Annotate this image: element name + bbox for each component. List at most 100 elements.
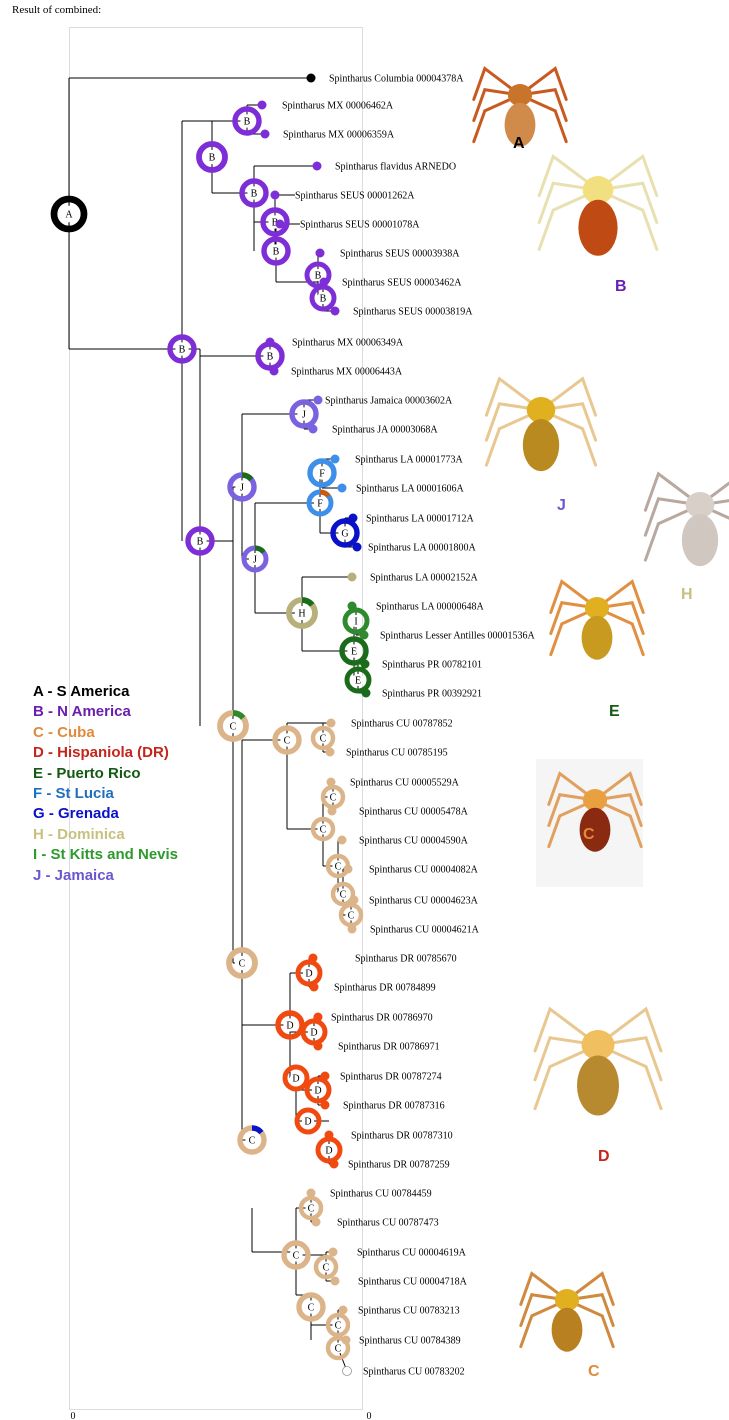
node-label: C: [239, 959, 246, 970]
tip-dot: [321, 1072, 330, 1081]
tip-dot: [309, 425, 318, 434]
ancestral-node: D: [285, 1067, 307, 1089]
node-label: C: [335, 1321, 342, 1332]
tip-dot: [266, 338, 275, 347]
tip-dot: [326, 748, 335, 757]
tip-label: Spintharus DR 00786971: [338, 1042, 440, 1053]
tip-dot: [342, 1336, 351, 1345]
photo-letter: C: [583, 826, 595, 844]
tip-label: Spintharus SEUS 00003462A: [342, 278, 462, 289]
tip-label: Spintharus Columbia 00004378A: [329, 74, 464, 85]
photo-letter: J: [557, 497, 566, 515]
node-label: A: [65, 210, 73, 221]
tip-dot: [314, 1013, 323, 1022]
tip-label: Spintharus SEUS 00001262A: [295, 191, 415, 202]
tip-dot: [338, 484, 347, 493]
tip-dot: [331, 307, 340, 316]
node-label: C: [320, 734, 327, 745]
node-label: C: [320, 825, 327, 836]
tip-dot: [348, 602, 357, 611]
tip-label: Spintharus DR 00784899: [334, 983, 436, 994]
tip-label: Spintharus JA 00003068A: [332, 425, 438, 436]
node-label: D: [305, 969, 312, 980]
node-ring-minor: [302, 600, 312, 605]
tip-dot: [307, 1189, 316, 1198]
node-label: C: [308, 1303, 315, 1314]
node-label: D: [310, 1028, 317, 1039]
tip-label: Spintharus CU 00783202: [363, 1367, 465, 1378]
node-label: G: [341, 529, 348, 540]
spider-abdomen: [682, 514, 718, 566]
specimen-photo-c2: [521, 1274, 613, 1352]
node-label: B: [251, 189, 258, 200]
node-label: B: [273, 247, 280, 258]
tip-label: Spintharus CU 00784459: [330, 1189, 432, 1200]
tip-dot: [339, 1306, 348, 1315]
legend-item-f: F - St Lucia: [33, 784, 178, 804]
node-label: C: [340, 890, 347, 901]
legend-item-c: C - Cuba: [33, 723, 178, 743]
tip-dot: [331, 1277, 340, 1286]
tip-label: Spintharus DR 00787274: [340, 1072, 442, 1083]
node-label: B: [197, 537, 204, 548]
tip-dot: [330, 1160, 339, 1169]
node-label: B: [244, 117, 251, 128]
tip-label: Spintharus DR 00786970: [331, 1013, 433, 1024]
photo-letter: A: [513, 135, 525, 153]
tip-label: Spintharus PR 00782101: [382, 660, 482, 671]
tip-label: Spintharus LA 00001606A: [356, 484, 465, 495]
tip-label: Spintharus MX 00006349A: [292, 338, 404, 349]
node-label: C: [348, 911, 355, 922]
tip-dot: [321, 1101, 330, 1110]
tip-dot: [344, 865, 353, 874]
tip-label: Spintharus CU 00783213: [358, 1306, 460, 1317]
photo-letter: B: [615, 278, 627, 296]
tip-dot: [271, 191, 280, 200]
specimen-photo-j: [486, 379, 595, 471]
legend-item-d: D - Hispaniola (DR): [33, 743, 178, 763]
photo-letter: H: [681, 586, 693, 604]
tip-label: Spintharus CU 00004619A: [357, 1248, 467, 1259]
node-label: B: [320, 294, 327, 305]
tip-label: Spintharus LA 00001800A: [368, 543, 477, 554]
tip-dot: [327, 778, 336, 787]
node-ring-minor: [320, 492, 329, 496]
node-label: C: [249, 1136, 256, 1147]
node-label: J: [253, 555, 257, 566]
node-label: D: [304, 1117, 311, 1128]
tip-dot: [343, 1367, 352, 1376]
tip-dot: [328, 807, 337, 816]
specimen-photo-h: [645, 474, 729, 566]
tip-dot: [276, 220, 285, 229]
node-label: D: [325, 1146, 332, 1157]
node-label: C: [293, 1251, 300, 1262]
node-label: F: [317, 499, 323, 510]
tip-label: Spintharus SEUS 00001078A: [300, 220, 420, 231]
tip-dot: [314, 1042, 323, 1051]
legend-item-a: A - S America: [33, 682, 178, 702]
node-label: C: [330, 793, 337, 804]
tip-label: Spintharus DR 00787316: [343, 1101, 445, 1112]
tip-dot: [348, 573, 357, 582]
node-label: C: [335, 1344, 342, 1355]
specimen-photo-b: [539, 156, 657, 255]
tree-tips: Spintharus Columbia 00004378A Spintharus …: [258, 74, 536, 1378]
node-ring-minor: [242, 475, 251, 480]
axis-label-left: 0: [71, 1411, 76, 1420]
axis-label-right: 0: [367, 1411, 372, 1420]
legend-item-j: J - Jamaica: [33, 866, 178, 886]
photo-letter: D: [598, 1148, 610, 1166]
tip-label: Spintharus CU 00785195: [346, 748, 448, 759]
tip-dot: [307, 74, 316, 83]
node-ring-minor: [252, 1128, 261, 1133]
photo-letter: C: [588, 1363, 600, 1381]
node-label: C: [308, 1204, 315, 1215]
tip-label: Spintharus CU 00005478A: [359, 807, 469, 818]
tip-dot: [270, 367, 279, 376]
tip-label: Spintharus DR 00787310: [351, 1131, 453, 1142]
spider-abdomen: [582, 616, 613, 660]
tip-label: Spintharus LA 00001712A: [366, 514, 475, 525]
tip-dot: [348, 925, 357, 934]
node-label: E: [351, 647, 357, 658]
